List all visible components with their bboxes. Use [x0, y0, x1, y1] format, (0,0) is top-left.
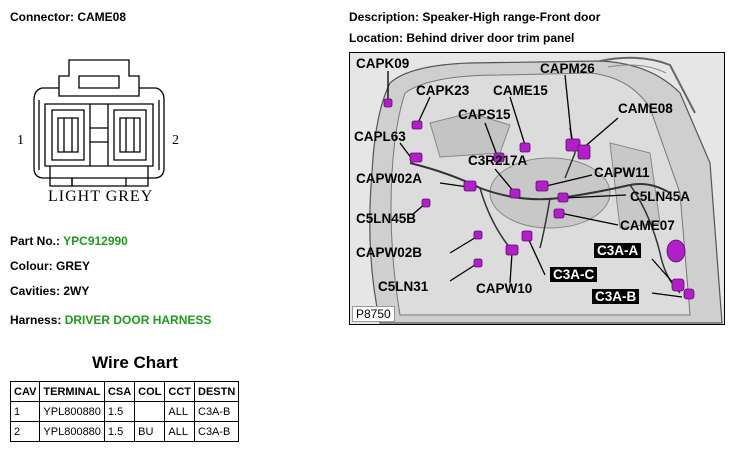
connector-came07-marker: [553, 208, 565, 219]
cell-cav: 1: [9, 401, 41, 422]
cell-terminal: YPL800880: [39, 401, 105, 422]
callout-c3a-c: C3A-C: [550, 267, 598, 282]
wire-chart-title: Wire Chart: [92, 353, 178, 372]
connector-value: CAME08: [77, 10, 127, 24]
connector-capw11-marker: [535, 180, 549, 192]
callout-capw11: CAPW11: [594, 165, 650, 180]
cell-destn: C3A-B: [193, 401, 240, 422]
location-value: Behind driver door trim panel: [406, 31, 575, 45]
callout-capm26: CAPM26: [540, 61, 595, 76]
callout-capw02b: CAPW02B: [356, 245, 423, 260]
part-no-label: Part No.: YPC912990: [10, 234, 128, 248]
callout-c5ln31: C5LN31: [378, 279, 429, 294]
cavities-label: Cavities: 2WY: [10, 284, 90, 298]
callout-caps15: CAPS15: [458, 107, 511, 122]
wire-chart-table: CAV TERMINAL CSA COL CCT DESTN 1 YPL8008…: [9, 381, 240, 442]
colour-label: Colour: GREY: [10, 259, 91, 273]
connector-capw02a-marker: [463, 180, 477, 192]
connector-capk23-marker: [411, 120, 423, 130]
description-label: Description: Speaker-High range-Front do…: [349, 10, 601, 24]
callout-came08: CAME08: [618, 101, 673, 116]
connector-c3a-c-marker: [521, 230, 533, 242]
cell-col: BU: [134, 421, 166, 442]
callout-c3a-a: C3A-A: [594, 243, 642, 258]
callout-c3r217a: C3R217A: [468, 153, 528, 168]
table-row: 2 YPL800880 1.5 BU ALL C3A-B: [9, 421, 240, 442]
callout-capk09: CAPK09: [356, 56, 410, 71]
cell-col: [134, 401, 166, 422]
header-destn: DESTN: [193, 381, 240, 402]
part-no-link[interactable]: YPC912990: [63, 234, 128, 248]
cell-terminal: YPL800880: [39, 421, 105, 442]
location-label: Location: Behind driver door trim panel: [349, 31, 575, 45]
location-diagram: CAPK09 CAPM26 CAPK23 CAME15 CAME08 CAPS1…: [349, 52, 725, 325]
connector-capw02b-marker: [473, 230, 483, 240]
pin-2-label: 2: [172, 133, 179, 148]
connector-c5ln31-marker: [473, 258, 483, 268]
connector-colour-caption: LIGHT GREY: [48, 188, 153, 205]
header-cct: CCT: [164, 381, 195, 402]
callout-c5ln45b: C5LN45B: [356, 211, 417, 226]
harness-link[interactable]: DRIVER DOOR HARNESS: [64, 313, 212, 327]
harness-label: Harness: DRIVER DOOR HARNESS: [10, 313, 212, 327]
colour-value: GREY: [56, 259, 91, 273]
connector-c3r217a-marker: [509, 188, 521, 199]
header-terminal: TERMINAL: [39, 381, 105, 402]
callout-came07: CAME07: [620, 218, 675, 233]
diagram-ref-code: P8750: [352, 306, 395, 322]
connector-label: Connector: CAME08: [10, 10, 127, 24]
callout-c3a-b: C3A-B: [592, 289, 640, 304]
callout-capl63: CAPL63: [354, 129, 406, 144]
connector-drawing: 1 2 LIGHT GREY: [17, 59, 179, 205]
cell-cav: 2: [9, 421, 41, 442]
description-value: Speaker-High range-Front door: [422, 10, 601, 24]
cell-csa: 1.5: [103, 421, 136, 442]
connector-caps15-marker: [493, 152, 505, 163]
connector-c5ln45b-marker: [421, 198, 431, 208]
callout-capw02a: CAPW02A: [356, 171, 423, 186]
header-cav: CAV: [9, 381, 41, 402]
cell-cct: ALL: [164, 421, 195, 442]
connector-c3a-b-marker: [671, 278, 685, 292]
header-col: COL: [134, 381, 166, 402]
cell-csa: 1.5: [103, 401, 136, 422]
connector-c3a-a-marker: [666, 239, 686, 263]
pin-1-label: 1: [17, 133, 24, 148]
callout-capw10: CAPW10: [476, 281, 533, 296]
cell-destn: C3A-B: [193, 421, 240, 442]
connector-capl63-marker: [409, 152, 423, 163]
connector-came08-marker: [577, 144, 591, 160]
connector-capw10-marker: [505, 244, 519, 256]
cavities-value: 2WY: [63, 284, 90, 298]
cell-cct: ALL: [164, 401, 195, 422]
callout-came15: CAME15: [493, 83, 548, 98]
table-row: 1 YPL800880 1.5 ALL C3A-B: [9, 401, 240, 422]
header-csa: CSA: [103, 381, 136, 402]
callout-c5ln45a: C5LN45A: [630, 189, 691, 204]
callout-capk23: CAPK23: [416, 83, 470, 98]
connector-capk09-marker: [383, 98, 393, 108]
connector-came15-marker: [519, 142, 531, 153]
wire-chart-header-row: CAV TERMINAL CSA COL CCT DESTN: [9, 381, 240, 402]
connector-c5ln45a-marker: [557, 192, 569, 203]
